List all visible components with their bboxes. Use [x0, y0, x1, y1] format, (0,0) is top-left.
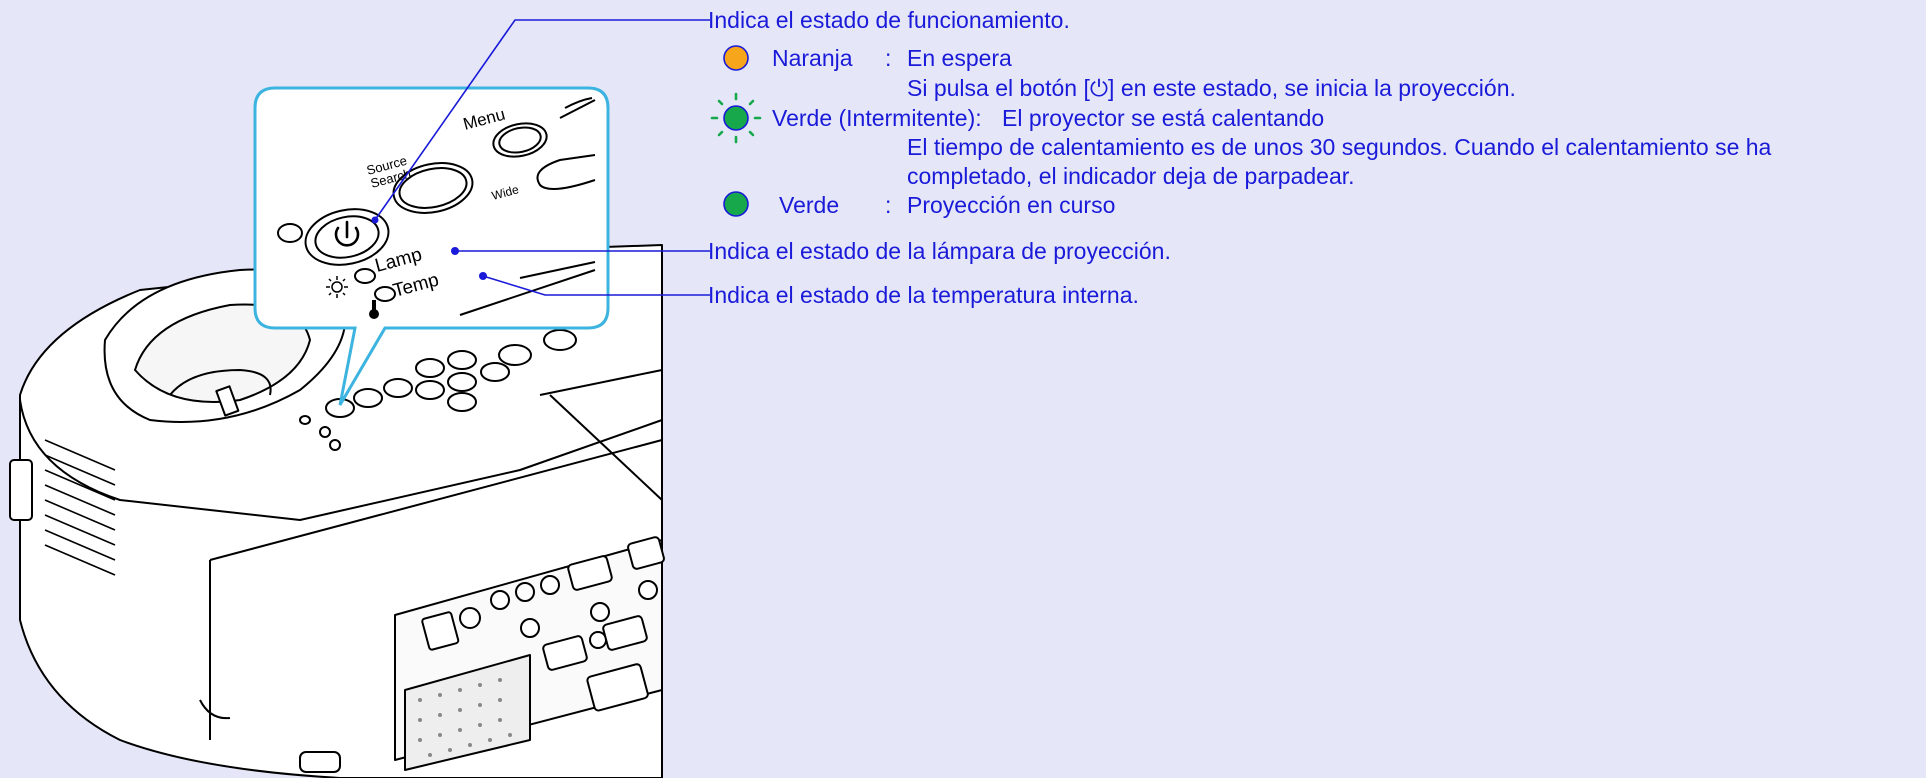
green-state-sep: :: [885, 192, 892, 218]
orange-state-sep: :: [885, 45, 892, 71]
control-panel-zoom: Menu Source Search Wide Lamp Temp: [253, 86, 610, 406]
lamp-sun-icon: [326, 276, 348, 298]
orange-state-desc: En espera: [907, 45, 1012, 71]
callout-dot-operation: [371, 216, 379, 224]
callout-temp-status: Indica el estado de la temperatura inter…: [708, 282, 1139, 308]
green-blinking-led-icon: [710, 92, 762, 144]
green-blink-state-name: Verde (Intermitente):: [772, 105, 982, 131]
green-blink-state-desc: El proyector se está calentando: [1002, 105, 1325, 131]
green-state-name: Verde: [779, 192, 840, 218]
callout-dot-lamp: [451, 247, 459, 255]
thermometer-icon: [369, 300, 379, 319]
projector-body: [9, 244, 665, 778]
orange-state-detail: Si pulsa el botón [⏻] en este estado, se…: [907, 75, 1516, 101]
green-blink-state-detail-2: completado, el indicador deja de parpade…: [907, 163, 1355, 189]
callout-lamp-status: Indica el estado de la lámpara de proyec…: [708, 238, 1171, 264]
green-state-desc: Proyección en curso: [907, 192, 1116, 218]
orange-led-icon: [723, 45, 749, 71]
green-led-icon: [723, 191, 749, 217]
callout-operation-status: Indica el estado de funcionamiento.: [708, 7, 1070, 33]
orange-state-name: Naranja: [772, 45, 853, 71]
callout-dot-temp: [479, 272, 487, 280]
panel-label-wide: Wide: [490, 182, 520, 203]
green-blink-state-detail-1: El tiempo de calentamiento es de unos 30…: [907, 134, 1772, 160]
callout-lines: [374, 19, 710, 296]
